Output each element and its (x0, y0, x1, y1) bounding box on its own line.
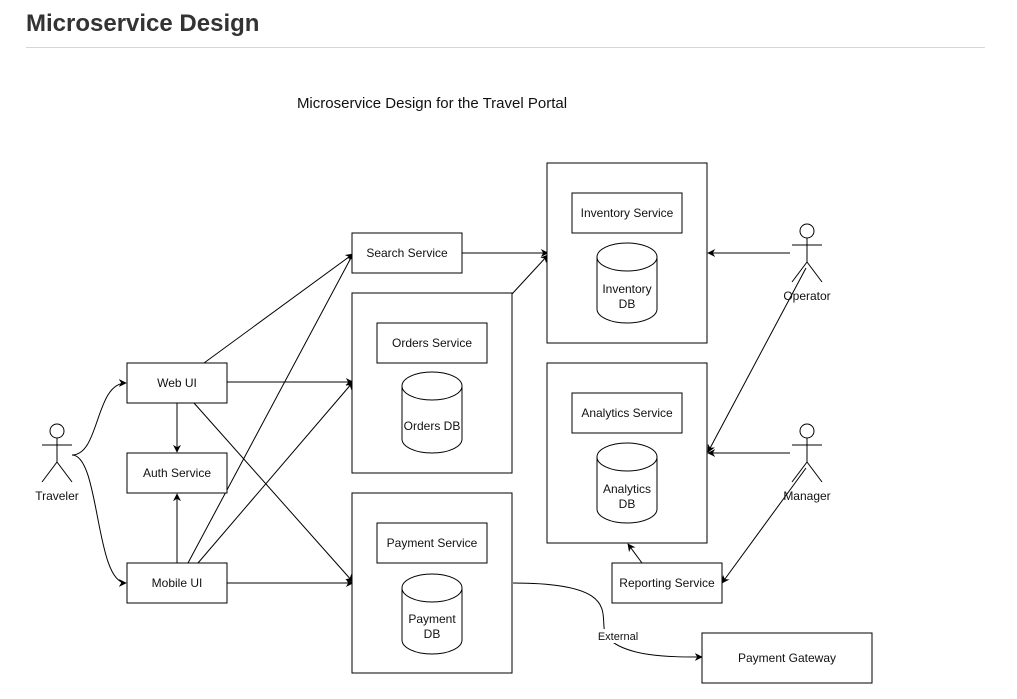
group-inventory: Inventory Service Inventory DB (546, 162, 708, 344)
edge-mobileui-search (187, 253, 354, 564)
actor-label: Operator (783, 289, 830, 303)
person-icon (791, 223, 823, 283)
node-inventory-db: Inventory (602, 282, 651, 296)
group-analytics: Analytics Service Analytics DB (546, 362, 708, 544)
edge-traveler-webui (71, 379, 127, 456)
diagram-title: Microservice Design for the Travel Porta… (297, 95, 567, 112)
svg-text:DB: DB (619, 497, 636, 511)
node-reporting-service: Reporting Service (611, 562, 723, 604)
db-cylinder-icon (596, 442, 658, 524)
edge-orders-inventory (511, 254, 549, 295)
external-label-bg (596, 629, 640, 643)
actor-operator: Operator (783, 223, 831, 303)
svg-text:Analytics Service: Analytics Service (581, 406, 673, 420)
edge-webui-payment (193, 402, 354, 583)
db-cylinder-icon (401, 371, 463, 454)
person-icon (791, 423, 823, 483)
actor-traveler: Traveler (35, 423, 79, 503)
edge-label-external: External (598, 631, 638, 643)
db-cylinder-icon (596, 242, 658, 324)
node-payment-service (376, 522, 488, 564)
svg-text:Search Service: Search Service (366, 246, 448, 260)
group-orders: Orders Service Orders DB (351, 292, 513, 474)
edge-reporting-analytics (627, 543, 643, 564)
node-inventory-service (571, 192, 683, 234)
actor-manager: Manager (783, 423, 831, 503)
group-payment: Payment Service Payment DB (351, 492, 513, 674)
edge-traveler-mobileui (71, 454, 127, 587)
node-orders-service (376, 322, 488, 364)
edges (71, 249, 807, 661)
title-divider (26, 47, 985, 48)
node-orders-db: Orders DB (404, 419, 461, 433)
page-title: Microservice Design (26, 10, 260, 37)
svg-text:Inventory Service: Inventory Service (581, 206, 674, 220)
svg-text:Orders Service: Orders Service (392, 336, 472, 350)
edge-operator-analytics (707, 267, 807, 453)
node-analytics-db: Analytics (603, 482, 651, 496)
actor-label: Manager (783, 489, 830, 503)
node-web-ui: Web UI (126, 362, 228, 404)
node-payment-gateway: Payment Gateway (701, 632, 873, 684)
svg-text:DB: DB (619, 297, 636, 311)
actor-label: Traveler (35, 489, 79, 503)
person-icon (41, 423, 73, 483)
node-mobile-ui: Mobile UI (126, 562, 228, 604)
edge-webui-search (203, 253, 354, 364)
svg-text:Web UI: Web UI (157, 376, 197, 390)
node-analytics-service (571, 392, 683, 434)
edge-manager-reporting (721, 467, 807, 584)
node-payment-db: Payment (408, 612, 456, 626)
svg-text:Payment Service: Payment Service (387, 536, 478, 550)
svg-text:Reporting Service: Reporting Service (619, 576, 715, 590)
svg-text:Auth Service: Auth Service (143, 466, 211, 480)
db-cylinder-icon (401, 573, 463, 655)
node-auth-service: Auth Service (126, 452, 228, 494)
node-search-service: Search Service (351, 232, 463, 274)
svg-text:DB: DB (424, 627, 441, 641)
edge-mobileui-orders (197, 381, 354, 564)
svg-text:Payment Gateway: Payment Gateway (738, 651, 836, 665)
svg-text:Mobile UI: Mobile UI (152, 576, 203, 590)
